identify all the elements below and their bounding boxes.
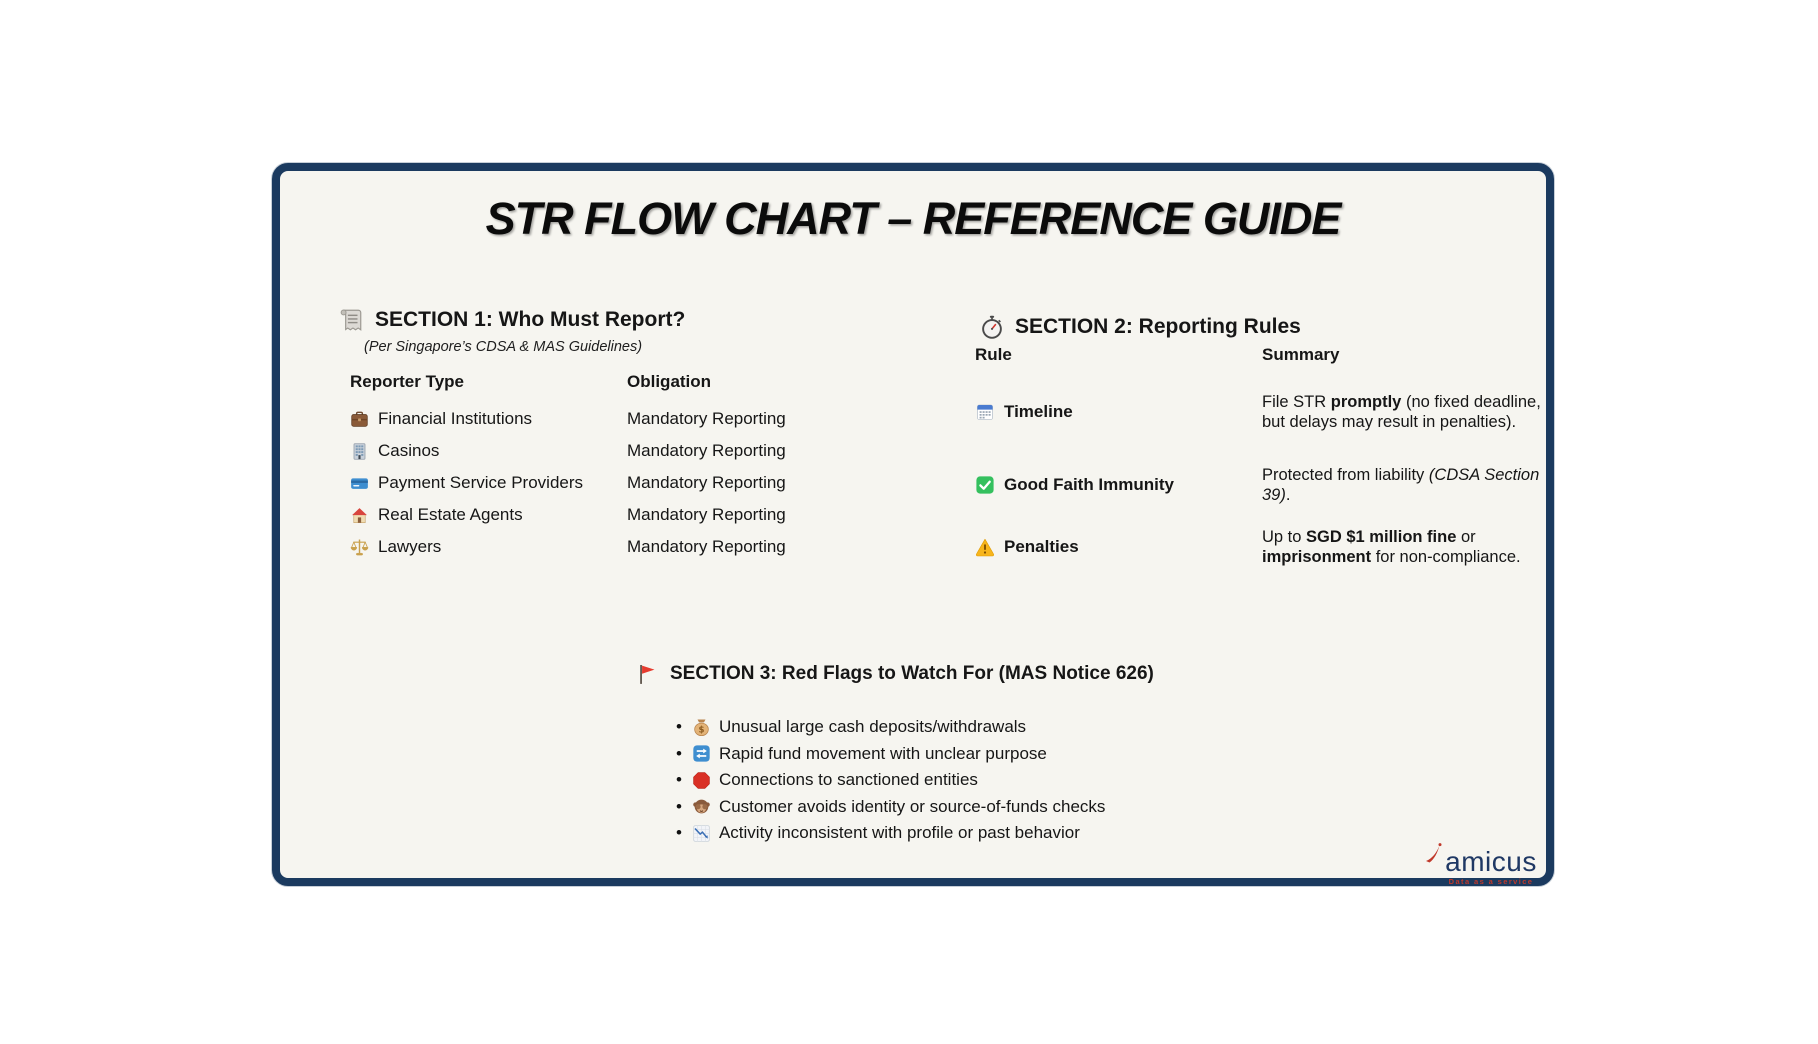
repeat-arrows-icon <box>692 744 711 763</box>
rule-label: Penalties <box>1004 537 1079 556</box>
table-row: Timeline File STR promptly (no fixed dea… <box>975 369 1542 455</box>
see-no-evil-monkey-icon <box>692 797 711 816</box>
red-flag-icon <box>636 663 658 685</box>
scales-icon <box>350 538 369 557</box>
credit-card-icon <box>350 474 369 493</box>
obligation: Mandatory Reporting <box>627 537 786 556</box>
section3-header: SECTION 3: Red Flags to Watch For (MAS N… <box>636 663 1154 685</box>
rule-summary: File STR promptly (no fixed deadline, bu… <box>1262 392 1541 432</box>
list-item: $ Unusual large cash deposits/withdrawal… <box>676 714 1105 741</box>
reporter-type: Financial Institutions <box>378 409 533 428</box>
warning-icon <box>975 537 995 557</box>
amicus-wordmark: amicus <box>1426 843 1550 876</box>
section1-table: Reporter Type Obligation Financial Insti… <box>350 367 786 563</box>
section2-heading: SECTION 2: Reporting Rules <box>1015 315 1301 338</box>
page-title: STR FLOW CHART – REFERENCE GUIDE <box>485 193 1342 244</box>
table-row: Real Estate Agents Mandatory Reporting <box>350 499 786 531</box>
stopwatch-icon <box>980 315 1004 339</box>
reference-guide-card: STR FLOW CHART – REFERENCE GUIDE SECTION… <box>272 163 1554 886</box>
table-row: Lawyers Mandatory Reporting <box>350 531 786 563</box>
briefcase-icon <box>350 410 369 429</box>
logo-tagline: Data as a service <box>1448 877 1534 886</box>
calendar-icon <box>975 402 995 422</box>
money-bag-icon: $ <box>692 718 711 737</box>
svg-text:$: $ <box>698 725 704 735</box>
logo-swoosh-icon <box>1424 841 1450 867</box>
section1-column-headers: Reporter Type Obligation <box>350 367 786 397</box>
column-header-obligation: Obligation <box>627 372 712 391</box>
column-header-rule: Rule <box>975 345 1012 364</box>
section3-bullet-list: $ Unusual large cash deposits/withdrawal… <box>676 714 1105 847</box>
red-flag-text: Rapid fund movement with unclear purpose <box>718 743 1047 763</box>
rule-summary: Up to SGD $1 million fine or imprisonmen… <box>1262 527 1521 567</box>
reporter-type: Casinos <box>378 441 440 460</box>
table-row: Financial Institutions Mandatory Reporti… <box>350 403 786 435</box>
red-flag-text: Unusual large cash deposits/withdrawals <box>718 717 1027 737</box>
table-row: Casinos Mandatory Reporting <box>350 435 786 467</box>
section1-header: SECTION 1: Who Must Report? <box>338 307 685 333</box>
section2-column-headers: Rule Summary <box>975 345 1542 365</box>
table-row: Payment Service Providers Mandatory Repo… <box>350 467 786 499</box>
column-header-reporter-type: Reporter Type <box>350 372 464 391</box>
reporter-type: Payment Service Providers <box>378 473 584 492</box>
column-header-summary: Summary <box>1262 345 1340 364</box>
list-item: Connections to sanctioned entities <box>676 767 1105 794</box>
chart-decreasing-icon <box>692 824 711 843</box>
section2-table: Rule Summary Timeline <box>975 345 1542 579</box>
receipt-icon <box>338 307 364 333</box>
obligation: Mandatory Reporting <box>627 409 786 428</box>
red-flag-text: Activity inconsistent with profile or pa… <box>718 823 1080 843</box>
table-row: Good Faith Immunity Protected from liabi… <box>975 455 1542 515</box>
list-item: Rapid fund movement with unclear purpose <box>676 741 1105 768</box>
section2-header: SECTION 2: Reporting Rules <box>980 315 1301 339</box>
table-row: Penalties Up to SGD $1 million fine or i… <box>975 515 1542 579</box>
list-item: Activity inconsistent with profile or pa… <box>676 820 1105 847</box>
rule-label: Timeline <box>1004 402 1073 421</box>
reporter-type: Real Estate Agents <box>378 505 523 524</box>
office-building-icon <box>350 442 369 461</box>
rule-label: Good Faith Immunity <box>1004 475 1174 494</box>
obligation: Mandatory Reporting <box>627 473 786 492</box>
section1-heading: SECTION 1: Who Must Report? <box>375 308 686 331</box>
rule-summary: Protected from liability (CDSA Section 3… <box>1262 465 1540 505</box>
red-flag-text: Connections to sanctioned entities <box>718 770 978 790</box>
reporter-type: Lawyers <box>378 537 442 556</box>
stop-sign-icon <box>692 771 711 790</box>
amicus-logo: amicus Data as a service <box>1426 843 1550 886</box>
section1-subtitle: (Per Singapore’s CDSA & MAS Guidelines) <box>364 339 643 355</box>
section3-heading: SECTION 3: Red Flags to Watch For (MAS N… <box>670 663 1154 684</box>
check-mark-icon <box>975 475 995 495</box>
obligation: Mandatory Reporting <box>627 505 786 524</box>
red-flag-text: Customer avoids identity or source-of-fu… <box>718 796 1106 816</box>
list-item: Customer avoids identity or source-of-fu… <box>676 794 1105 821</box>
house-icon <box>350 506 369 525</box>
obligation: Mandatory Reporting <box>627 441 786 460</box>
